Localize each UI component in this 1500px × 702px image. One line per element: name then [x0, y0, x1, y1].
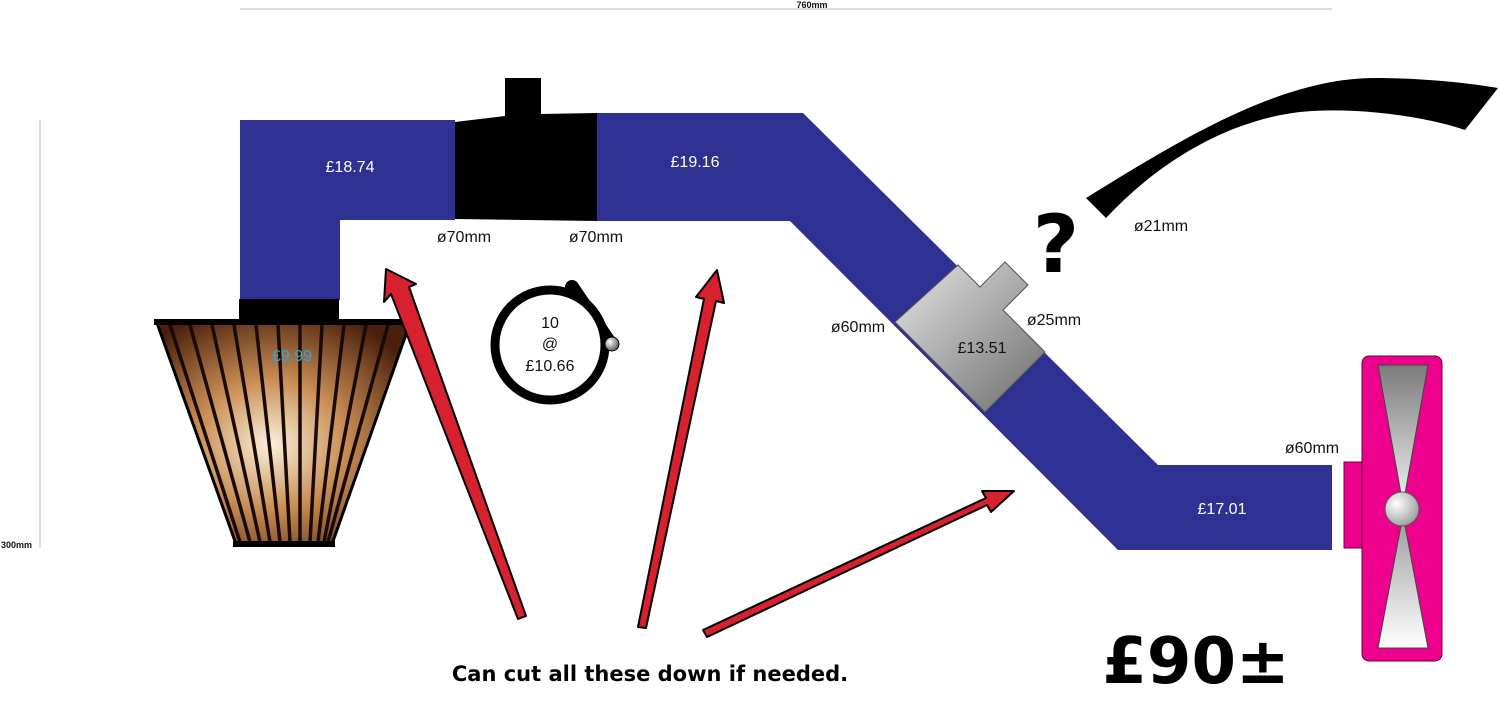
- tee-price: £13.51: [958, 340, 1007, 357]
- clamp-knob: [604, 336, 620, 352]
- arrow-to-intake-pipe: [383, 268, 527, 620]
- air-filter: £9.99: [154, 299, 414, 547]
- filter-rim-top: [154, 319, 414, 325]
- height-dimension-label: 300mm: [1, 540, 32, 550]
- clamp-price: £10.66: [526, 358, 575, 375]
- coupler-left-diameter: ø70mm: [437, 229, 491, 246]
- unknown-connection-mark: ?: [1033, 198, 1079, 291]
- fan-blade-bottom: [1377, 514, 1429, 649]
- total-price: £90±: [1102, 625, 1289, 699]
- hose-diameter: ø21mm: [1134, 218, 1188, 235]
- fan-unit: [1343, 355, 1443, 662]
- pointer-arrows: [383, 268, 1015, 638]
- diagonal-pipe-diameter: ø60mm: [831, 319, 885, 336]
- clamp-at: @: [542, 336, 558, 353]
- intake-pipe-price: £18.74: [326, 159, 375, 176]
- fan-hub: [1384, 491, 1420, 527]
- coupler-right-diameter: ø70mm: [569, 229, 623, 246]
- filter-pleats: [168, 324, 390, 543]
- fan-diameter: ø60mm: [1285, 440, 1339, 457]
- width-dimension-label: 760mm: [796, 0, 827, 10]
- coupler: [455, 78, 597, 221]
- arrow-to-upper-pipe: [637, 269, 725, 629]
- cut-down-note: Can cut all these down if needed.: [452, 662, 848, 686]
- filter-rim-bottom: [233, 541, 335, 547]
- intake-elbow-pipe: [240, 120, 455, 300]
- clamp-qty: 10: [541, 315, 559, 332]
- filter-price: £9.99: [272, 348, 312, 365]
- tee-branch-diameter: ø25mm: [1027, 312, 1081, 329]
- tee-junction: [894, 261, 1046, 413]
- hose: [1086, 78, 1498, 218]
- upper-pipe-price: £19.16: [671, 154, 720, 171]
- fan-blade-top: [1377, 364, 1429, 506]
- lower-pipe-price: £17.01: [1198, 501, 1247, 518]
- hose-clamp: 10 @ £10.66: [490, 280, 620, 405]
- arrow-to-lower-pipe: [702, 490, 1015, 638]
